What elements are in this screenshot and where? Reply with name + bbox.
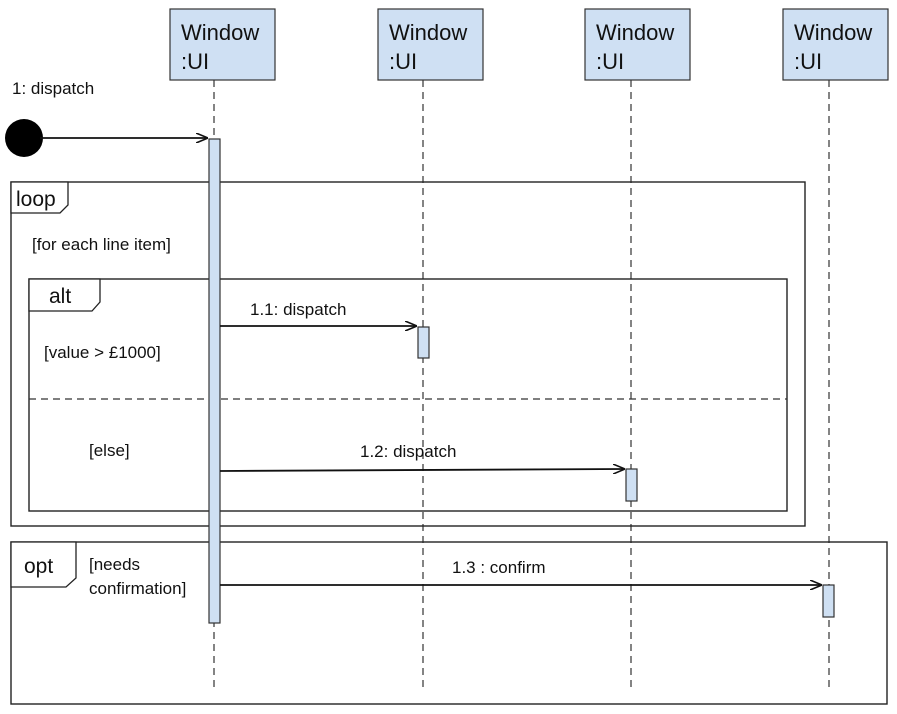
lifeline-2-type: :UI bbox=[389, 49, 417, 74]
activation-bar-2 bbox=[417, 326, 430, 359]
lifeline-head-4: Window :UI bbox=[782, 8, 889, 81]
alt-guard-1: [value > £1000] bbox=[44, 343, 161, 362]
activation-bar-4 bbox=[822, 584, 835, 618]
lifeline-1-type: :UI bbox=[181, 49, 209, 74]
lifeline-head-2: Window :UI bbox=[377, 8, 484, 81]
message-1-3-label: 1.3 : confirm bbox=[452, 558, 546, 577]
loop-frame: loop [for each line item] bbox=[10, 181, 806, 527]
activation-bar-1 bbox=[208, 138, 221, 624]
lifeline-3-name: Window bbox=[596, 20, 674, 45]
message-1-2-label: 1.2: dispatch bbox=[360, 442, 456, 461]
lifeline-head-3: Window :UI bbox=[584, 8, 691, 81]
alt-guard-2: [else] bbox=[89, 441, 130, 460]
opt-guard-line-1: [needs bbox=[89, 555, 140, 574]
alt-frame: alt [value > £1000] [else] bbox=[28, 278, 788, 512]
lifeline-head-1: Window :UI bbox=[169, 8, 276, 81]
initial-node-dot bbox=[5, 119, 43, 157]
opt-frame: opt [needs confirmation] bbox=[10, 541, 888, 705]
opt-guard-line-2: confirmation] bbox=[89, 579, 186, 598]
lifeline-2-name: Window bbox=[389, 20, 467, 45]
lifeline-1-name: Window bbox=[181, 20, 259, 45]
message-1-1-label: 1.1: dispatch bbox=[250, 300, 346, 319]
lifeline-4-type: :UI bbox=[794, 49, 822, 74]
message-1-2-arrow bbox=[219, 469, 624, 471]
lifeline-3-type: :UI bbox=[596, 49, 624, 74]
loop-guard: [for each line item] bbox=[32, 235, 171, 254]
lifeline-4-name: Window bbox=[794, 20, 872, 45]
activation-bar-3 bbox=[625, 468, 638, 502]
message-1-label: 1: dispatch bbox=[12, 79, 94, 98]
opt-tag: opt bbox=[24, 555, 53, 578]
loop-tag: loop bbox=[16, 188, 56, 211]
alt-tag: alt bbox=[49, 285, 71, 308]
